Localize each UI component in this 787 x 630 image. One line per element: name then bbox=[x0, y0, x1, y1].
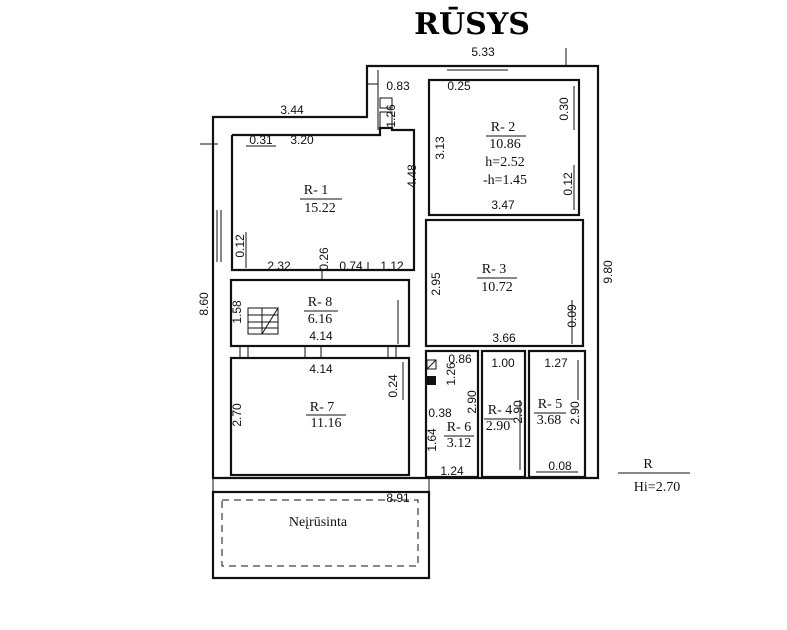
dim-0-26: 0.26 bbox=[317, 247, 331, 271]
vent-square-2 bbox=[427, 376, 436, 385]
room-r6-label: R- 6 bbox=[447, 420, 472, 435]
dim-0-83: 0.83 bbox=[386, 79, 410, 93]
dimension-labels: 5.33 3.44 0.83 0.25 0.31 3.20 3.47 2.32 … bbox=[246, 45, 578, 505]
dim-2-70: 2.70 bbox=[230, 403, 244, 427]
dim-1-64: 1.64 bbox=[425, 428, 439, 452]
dim-2-95: 2.95 bbox=[429, 272, 443, 296]
dim-1-58: 1.58 bbox=[230, 300, 244, 324]
stairs-icon bbox=[247, 307, 279, 335]
room-r3-area: 10.72 bbox=[481, 280, 513, 295]
door-r8-r7 bbox=[304, 345, 322, 359]
plan-title: RŪSYS bbox=[414, 6, 530, 42]
legend-symbol: R bbox=[643, 457, 653, 472]
dim-0-24: 0.24 bbox=[386, 374, 400, 398]
dim-5-33: 5.33 bbox=[471, 45, 495, 59]
dim-9-80: 9.80 bbox=[601, 260, 615, 284]
dim-3-47: 3.47 bbox=[491, 198, 515, 212]
vent-block-top bbox=[379, 97, 393, 109]
dim-0-09: 0.09 bbox=[565, 304, 579, 328]
dim-2-90-c: 2.90 bbox=[568, 401, 582, 425]
dim-2-32: 2.32 bbox=[267, 259, 291, 273]
dim-1-24: 1.24 bbox=[440, 464, 464, 478]
room-r7-label: R- 7 bbox=[310, 400, 335, 415]
room-r7-area: 11.16 bbox=[311, 416, 342, 431]
dim-3-66: 3.66 bbox=[492, 331, 516, 345]
room-r4-area: 2.90 bbox=[486, 419, 511, 434]
vent-square-1 bbox=[426, 359, 437, 370]
dimension-ticks bbox=[200, 48, 579, 470]
dim-1-27: 1.27 bbox=[544, 356, 568, 370]
room-r2-outline bbox=[427, 78, 581, 217]
room-r2-height: h=2.52 bbox=[485, 155, 524, 170]
room-r2-area: 10.86 bbox=[489, 137, 521, 152]
door-r8 bbox=[239, 345, 249, 359]
room-r5-outline bbox=[527, 349, 587, 479]
dim-2-90-b: 2.90 bbox=[511, 400, 525, 424]
room-r8-area: 6.16 bbox=[308, 312, 333, 327]
dim-0-86: 0.86 bbox=[448, 352, 472, 366]
dim-0-12-a: 0.12 bbox=[233, 234, 247, 258]
room-r3-outline bbox=[424, 218, 585, 348]
unfinished-area: Neįrūsinta bbox=[211, 478, 431, 580]
dim-2-90-a: 2.90 bbox=[465, 390, 479, 414]
dim-3-20: 3.20 bbox=[290, 133, 314, 147]
legend: R Hi=2.70 bbox=[618, 457, 690, 495]
dim-4-48: 4.48 bbox=[405, 164, 419, 188]
room-r6-area: 3.12 bbox=[447, 436, 472, 451]
dim-1-26-b: 1.26 bbox=[444, 362, 458, 386]
dim-0-31: 0.31 bbox=[249, 133, 273, 147]
room-r2-label: R- 2 bbox=[491, 120, 516, 135]
room-r6-outline bbox=[424, 349, 480, 479]
legend-height: Hi=2.70 bbox=[634, 480, 680, 495]
dim-0-25: 0.25 bbox=[447, 79, 471, 93]
room-outlines bbox=[229, 78, 587, 479]
stairs-arrow bbox=[261, 307, 279, 335]
room-r1-outline bbox=[230, 126, 416, 272]
dim-4-14-b: 4.14 bbox=[309, 362, 333, 376]
dim-4-14-a: 4.14 bbox=[309, 329, 333, 343]
room-r1-label: R- 1 bbox=[304, 183, 329, 198]
room-r3-label: R- 3 bbox=[482, 262, 507, 277]
dim-0-74: 0.74 bbox=[339, 259, 363, 273]
room-r5-label: R- 5 bbox=[538, 397, 563, 412]
room-r4-label: R- 4 bbox=[488, 403, 513, 418]
room-r5-area: 3.68 bbox=[537, 413, 562, 428]
room-r1-area: 15.22 bbox=[304, 201, 336, 216]
dim-0-08: 0.08 bbox=[548, 459, 572, 473]
dim-1-26-a: 1.26 bbox=[384, 104, 398, 128]
dim-3-44: 3.44 bbox=[280, 103, 304, 117]
dim-1-00: 1.00 bbox=[491, 356, 515, 370]
dim-8-91: 8.91 bbox=[386, 491, 410, 505]
room-r4-outline bbox=[480, 349, 527, 479]
room-r2-height-low: -h=1.45 bbox=[483, 173, 527, 188]
stairs-box bbox=[247, 307, 279, 335]
door-r7 bbox=[387, 345, 397, 359]
vertical-dimension-labels: 1.26 0.30 3.13 4.48 0.12 0.12 0.26 2.95 … bbox=[197, 97, 615, 452]
dim-3-13: 3.13 bbox=[433, 136, 447, 160]
room-r8-label: R- 8 bbox=[308, 295, 333, 310]
unfinished-label: Neįrūsinta bbox=[289, 515, 348, 530]
dim-0-30: 0.30 bbox=[557, 97, 571, 121]
dim-8-60: 8.60 bbox=[197, 292, 211, 316]
dim-1-12: 1.12 bbox=[380, 259, 404, 273]
dim-0-38: 0.38 bbox=[428, 406, 452, 420]
unfinished-dashed bbox=[221, 499, 419, 567]
dim-0-12-b: 0.12 bbox=[561, 172, 575, 196]
unfinished-outline bbox=[211, 490, 431, 580]
room-labels: R- 1 15.22 R- 2 10.86 h=2.52 -h=1.45 R- … bbox=[300, 120, 566, 451]
